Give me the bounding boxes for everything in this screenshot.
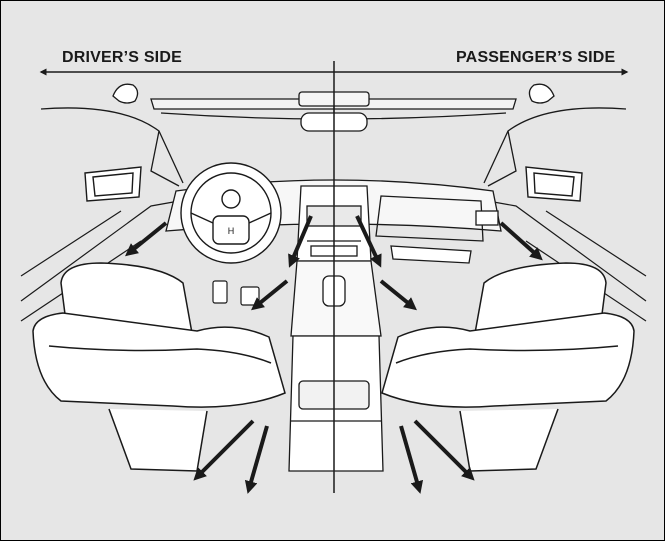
steering-wheel: H — [180, 162, 282, 264]
airflow-arrow — [399, 425, 424, 494]
airflow-arrow — [288, 215, 313, 268]
airflow-arrow — [125, 221, 168, 257]
airflow-arrow — [244, 425, 269, 494]
airflow-arrow — [499, 221, 543, 261]
pedals — [212, 280, 260, 306]
driver-seat — [32, 262, 286, 472]
roof-and-pillars — [40, 83, 627, 187]
passenger-seat — [381, 262, 635, 472]
airflow-arrow — [193, 419, 255, 481]
svg-text:H: H — [228, 226, 235, 236]
doors — [20, 200, 647, 322]
airflow-arrow — [379, 279, 417, 311]
passenger-side-label: PASSENGER’S SIDE — [456, 49, 616, 66]
driver-side-label: DRIVER’S SIDE — [62, 49, 182, 66]
airflow-arrow — [413, 419, 475, 481]
airflow-arrows — [125, 215, 543, 494]
airflow-arrow — [251, 279, 289, 311]
airflow-arrow — [355, 215, 382, 268]
side-mirrors — [84, 166, 583, 202]
center-console — [288, 260, 384, 472]
